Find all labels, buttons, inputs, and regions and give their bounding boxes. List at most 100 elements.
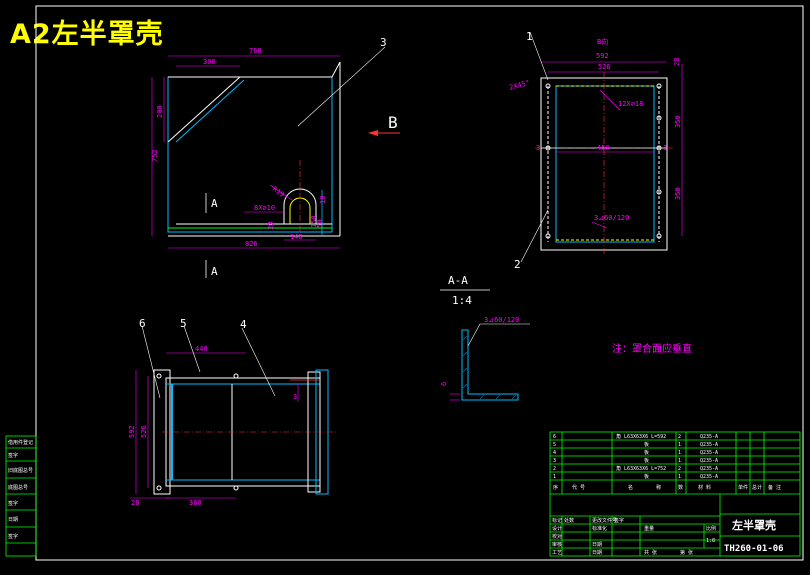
lbl: 签字 — [614, 517, 624, 524]
lbl: 标准化 — [592, 525, 607, 532]
section-a-mark-top: A — [211, 197, 218, 210]
stamp-text: 底图总号 — [8, 484, 28, 491]
part-number-5: 5 — [180, 317, 187, 330]
hdr: 数 — [678, 484, 683, 491]
dim-b-450: 450 — [597, 144, 610, 152]
part-number-1: 1 — [526, 30, 533, 43]
dim-b-3a: 3 — [536, 144, 540, 152]
scale-value: 1:8 — [706, 538, 715, 544]
dim-b-chamfer: 2X45° — [508, 79, 530, 92]
stamp-text: 日期 — [8, 517, 18, 523]
weld-b: 3⊿60/120 — [594, 214, 629, 222]
dim-plan-526: 526 — [140, 425, 148, 438]
lbl: 第 张 — [680, 549, 693, 556]
dim-b-3b: 3 — [663, 144, 667, 152]
dim-300: 300 — [203, 58, 216, 66]
row-mat: Q235-A — [700, 442, 718, 448]
dim-826: 826 — [245, 240, 258, 248]
dim-b-28: 28 — [673, 58, 681, 66]
row-qty: 2 — [678, 466, 681, 472]
view-b-label: B — [388, 113, 398, 132]
hdr: 总计 — [752, 484, 762, 491]
lbl: 日期 — [592, 550, 602, 556]
lbl: 日期 — [592, 542, 602, 548]
drawing-title: A2左半罩壳 — [10, 19, 164, 50]
lbl: 校对 — [552, 533, 562, 540]
dim-20: 20 — [267, 222, 275, 230]
dim-r19: R19 — [271, 185, 286, 199]
row-desc: 板 — [644, 441, 649, 448]
lbl: 重量 — [644, 525, 654, 532]
part-name: 左半罩壳 — [731, 518, 776, 532]
title-block — [549, 431, 801, 557]
title-block-header: 序 代 号 名 称 数 材 料 单件 总计 备 注 — [553, 484, 781, 491]
lbl: 设计 — [552, 525, 562, 532]
row-no: 2 — [553, 466, 556, 472]
front-view — [151, 46, 400, 278]
part-number-3: 3 — [380, 36, 387, 49]
lbl: 比例 — [706, 525, 716, 532]
dim-b-592: 592 — [596, 52, 609, 60]
row-desc: 板 — [644, 473, 649, 480]
title-block-rows: 6 角 L63X63X6 L=592 2 Q235-A 5 板 1 Q235-A… — [553, 433, 718, 480]
dim-b-holes: 12X⌀18 — [618, 100, 643, 108]
dim-150: 150 — [310, 215, 318, 228]
drawing-code: TH260-01-06 — [724, 544, 784, 554]
part-number-4: 4 — [240, 318, 247, 331]
b-view-header: B向 — [597, 37, 608, 46]
section-scale: 1:4 — [452, 294, 472, 307]
hdr: 单件 — [738, 484, 748, 491]
dim-b-350a: 350 — [674, 115, 682, 128]
part-number-2: 2 — [514, 258, 521, 271]
dim-plan-3: 3 — [293, 393, 297, 401]
stamp-text: 借用件登记 — [8, 439, 33, 446]
dim-b-526: 526 — [598, 63, 611, 71]
row-mat: Q235-A — [700, 458, 718, 464]
dim-hole: 8X⌀10 — [254, 204, 275, 212]
hdr: 称 — [656, 484, 661, 491]
row-desc: 板 — [644, 457, 649, 464]
row-mat: Q235-A — [700, 434, 718, 440]
dim-10: 10 — [319, 196, 327, 204]
lbl: 工艺 — [552, 550, 562, 556]
section-a-mark-bottom: A — [211, 265, 218, 278]
dim-plan-28: 28 — [131, 499, 139, 507]
dim-752: 752 — [151, 149, 159, 162]
dim-b-350b: 350 — [674, 187, 682, 200]
section-title: A-A — [448, 274, 468, 287]
row-qty: 1 — [678, 458, 681, 464]
row-mat: Q235-A — [700, 450, 718, 456]
drawing-frame — [35, 5, 804, 561]
row-no: 5 — [553, 442, 556, 448]
row-no: 1 — [553, 474, 556, 480]
row-qty: 1 — [678, 450, 681, 456]
lbl: 处数 — [564, 517, 574, 524]
note-text: 注：罩合面应垂直 — [612, 342, 692, 355]
dim-plan-592: 592 — [128, 425, 136, 438]
hdr: 名 — [628, 484, 633, 491]
b-view — [520, 31, 683, 263]
row-mat: Q235-A — [700, 474, 718, 480]
title-block-left-labels: 标记 处数 更改文件号 签字 设计 标准化 校对 审核 日期 工艺 日期 重量 … — [552, 517, 716, 556]
weld-section: 3⊿60/120 — [484, 316, 519, 324]
row-qty: 1 — [678, 442, 681, 448]
stamp-text: 旧底图总号 — [8, 467, 33, 474]
dim-50: 50 — [316, 220, 324, 228]
dim-plan-440: 440 — [195, 345, 208, 353]
stamp-text: 签字 — [8, 533, 18, 540]
row-desc: 角 L63X63X6 L=592 — [616, 433, 666, 440]
hdr: 代 号 — [572, 484, 585, 491]
stamp-text: 签字 — [8, 452, 18, 459]
dim-section-6: 6 — [440, 382, 448, 386]
row-no: 6 — [553, 434, 556, 440]
lbl: 更改文件号 — [592, 517, 617, 524]
part-number-6: 6 — [139, 317, 146, 330]
stamp-text: 签字 — [8, 500, 18, 507]
dim-200: 200 — [156, 105, 164, 118]
side-stamp — [5, 435, 37, 557]
dim-768: 768 — [249, 47, 262, 55]
lbl: 共 张 — [644, 549, 657, 556]
plan-view — [130, 325, 336, 499]
row-mat: Q235-A — [700, 466, 718, 472]
